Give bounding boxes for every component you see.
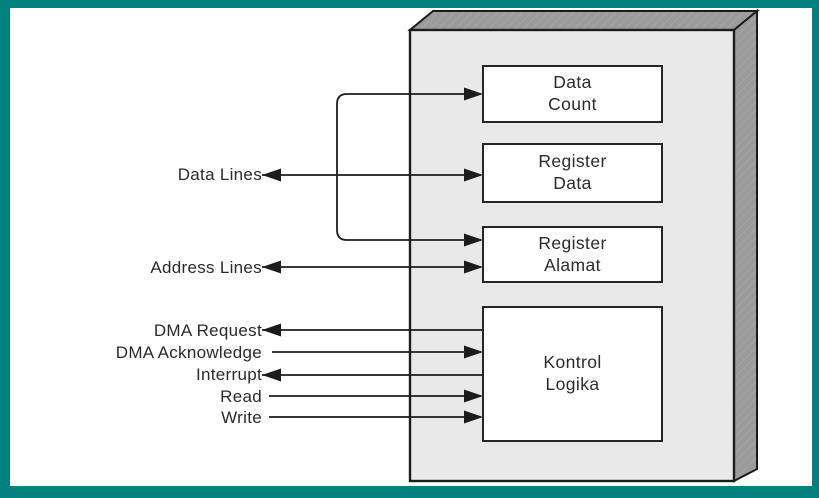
wire-data-lines-branch [336, 93, 481, 241]
signal-label-address-lines: Address Lines [150, 258, 262, 277]
chip-right-face [733, 8, 758, 483]
arrow-into-kontrol-read-icon [464, 389, 483, 403]
arrow-into-data-count-icon [464, 87, 483, 101]
signal-label-data-lines: Data Lines [177, 165, 262, 184]
block-data-count: Data Count [482, 65, 663, 123]
signal-wires [262, 93, 483, 418]
signal-label-dma-request: DMA Request [153, 321, 262, 340]
arrow-into-register-alamat-branch-icon [464, 233, 483, 247]
arrow-to-interrupt-label-icon [262, 368, 281, 382]
arrow-to-data-lines-label-icon [262, 168, 281, 182]
chip-top-face [407, 10, 760, 31]
arrowheads-toward-labels [262, 168, 281, 382]
signal-label-dma-acknowledge: DMA Acknowledge [115, 343, 262, 362]
arrow-into-kontrol-write-icon [464, 410, 483, 424]
block-register-data: Register Data [482, 143, 663, 203]
arrow-into-register-data-icon [464, 168, 483, 182]
arrowheads-into-chip [464, 87, 483, 424]
arrow-to-address-lines-label-icon [262, 260, 281, 274]
arrow-to-dma-request-label-icon [262, 323, 281, 337]
signal-label-write: Write [221, 408, 262, 427]
signal-label-read: Read [220, 387, 262, 406]
arrow-into-register-alamat-icon [464, 260, 483, 274]
signal-label-interrupt: Interrupt [195, 365, 262, 384]
arrow-into-kontrol-ack-icon [464, 345, 483, 359]
block-register-alamat: Register Alamat [482, 226, 663, 283]
block-kontrol-logika: Kontrol Logika [482, 306, 663, 442]
